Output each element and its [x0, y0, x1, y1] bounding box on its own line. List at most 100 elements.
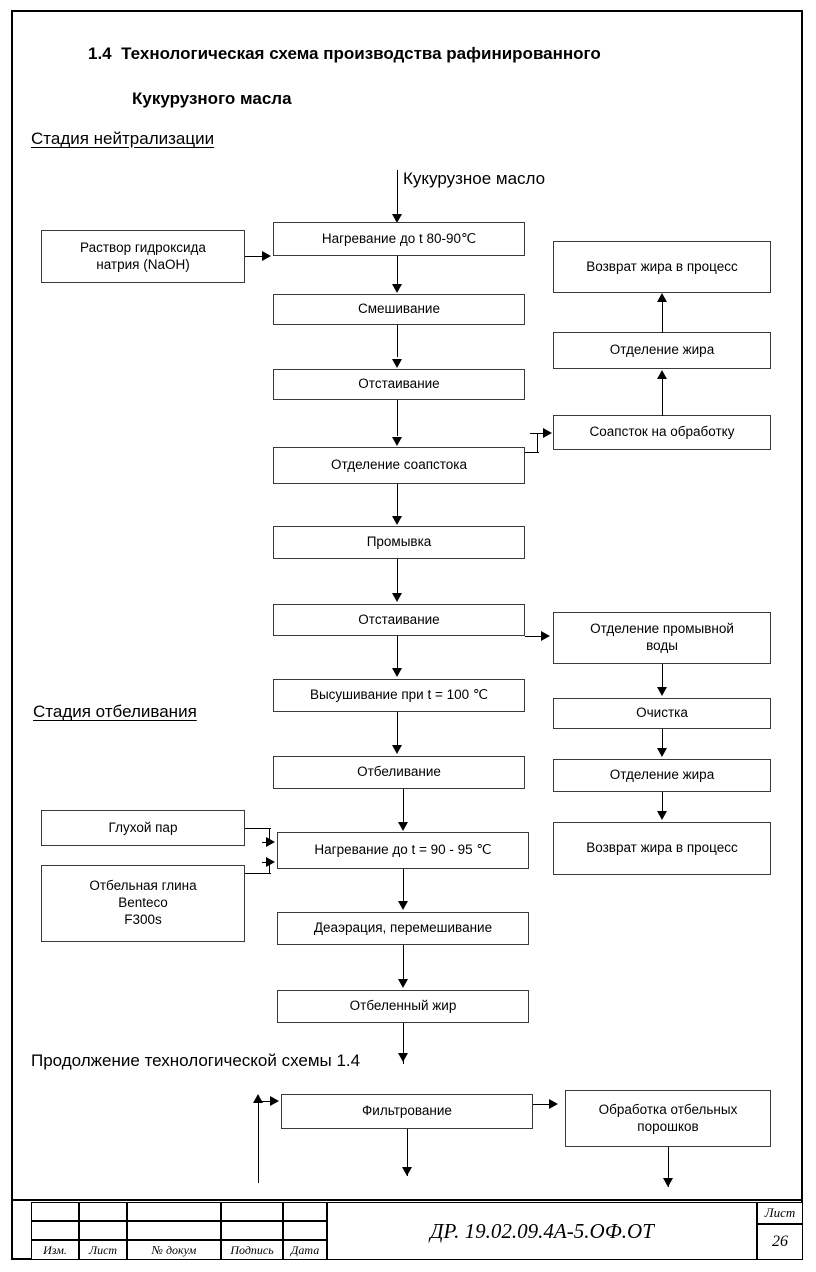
connector-deaeration-bleachedfat-arrowhead [398, 979, 408, 988]
flow-box-live-steam[interactable]: Глухой пар [41, 810, 245, 846]
flow-box-fat-return-2-label: Возврат жира в процесс [586, 840, 738, 856]
connector-soapstock-washing-line [397, 484, 398, 516]
connector-filtration-recycle-hline [258, 1101, 274, 1102]
stamp-designation: ДР. 19.02.09.4А-5.ОФ.ОТ [327, 1202, 757, 1260]
connector-soapstock-out-h1 [525, 452, 539, 453]
flow-box-cleaning[interactable]: Очистка [553, 698, 771, 729]
flow-box-powders-line1: Обработка отбельных [598, 1101, 738, 1117]
page-title-line-1: 1.4 Технологическая схема производства р… [88, 44, 601, 64]
flow-box-naoh-solution[interactable]: Раствор гидроксида натрия (NaOH) [41, 230, 245, 283]
connector-bleaching-heating2-arrowhead [398, 822, 408, 831]
stamp-cell-sign-row2[interactable] [221, 1221, 283, 1240]
flow-box-heating1-label: Нагревание до t 80-90℃ [321, 230, 477, 246]
flow-box-washing[interactable]: Промывка [273, 526, 525, 559]
stamp-header-sign: Подпись [221, 1240, 283, 1260]
connector-fatsep2-fatreturn2-line [662, 792, 663, 812]
flow-box-bleached-fat[interactable]: Отбеленный жир [277, 990, 529, 1023]
connector-clay-heating2-v [269, 862, 270, 874]
flow-box-soapstock-separation[interactable]: Отделение соапстока [273, 447, 525, 484]
connector-soapstock-washing-arrowhead [392, 516, 402, 525]
flow-box-fat-return-1-label: Возврат жира в процесс [586, 258, 738, 274]
flow-box-wash-water-line2: воды [646, 638, 678, 653]
section-heading-neutralization: Стадия нейтрализации [31, 129, 215, 148]
flow-box-bleaching-clay-line1: Отбельная глина [89, 878, 197, 894]
connector-bleaching-heating2-line [403, 789, 404, 823]
connector-fatsep1-fatreturn1-line [662, 301, 663, 333]
connector-mixing-settling1-arrowhead [392, 359, 402, 368]
flow-box-washing-label: Промывка [366, 534, 432, 550]
flow-box-soapstock-to-processing[interactable]: Соапсток на обработку [553, 415, 771, 450]
connector-deaeration-bleachedfat-line [403, 945, 404, 980]
flow-box-naoh-line2: натрия (NaOH) [96, 256, 190, 272]
flow-box-deaeration[interactable]: Деаэрация, перемешивание [277, 912, 529, 945]
connector-filtration-down-line [407, 1129, 408, 1176]
connector-settling1-soapstock-arrowhead [392, 437, 402, 446]
connector-input-oil-arrowhead [392, 214, 402, 223]
stamp-cell-date-row2[interactable] [283, 1221, 327, 1240]
flow-box-heating1[interactable]: Нагревание до t 80-90℃ [273, 222, 525, 256]
flow-box-wash-water-line1: Отделение промывной [590, 621, 734, 637]
flow-box-bleaching-clay[interactable]: Отбельная глина Benteco F300s [41, 865, 245, 942]
flow-box-bleaching-clay-line2: Benteco [118, 895, 168, 911]
flow-box-mixing[interactable]: Смешивание [273, 294, 525, 325]
flow-box-settling1-label: Отстаивание [358, 376, 440, 392]
stamp-cell-date-row1[interactable] [283, 1202, 327, 1221]
flow-box-settling2[interactable]: Отстаивание [273, 604, 525, 636]
connector-input-oil-line [397, 170, 398, 216]
connector-washing-settling2-line [397, 559, 398, 593]
connector-naoh-heating1-arrowhead [262, 251, 271, 261]
page-title-line-2: Кукурузного масла [132, 89, 292, 108]
stamp-cell-doc-row2[interactable] [127, 1221, 221, 1240]
connector-soapstock-out-arrowhead [543, 428, 552, 438]
stamp-header-doc: № докум [127, 1240, 221, 1260]
connector-steam-heating2-arrowhead [266, 837, 275, 847]
flow-box-fat-return-2[interactable]: Возврат жира в процесс [553, 822, 771, 875]
connector-cleaning-fatsep2-line [662, 729, 663, 749]
flow-box-filtration[interactable]: Фильтрование [281, 1094, 533, 1129]
flow-box-mixing-label: Смешивание [358, 301, 440, 317]
stamp-header-date: Дата [283, 1240, 327, 1260]
continuation-heading: Продолжение технологической схемы 1.4 [31, 1051, 361, 1070]
connector-washing-settling2-arrowhead [392, 593, 402, 602]
title-block: Изм. Лист № докум Подпись Дата ДР. 19.02… [11, 1199, 803, 1260]
flow-box-drying[interactable]: Высушивание при t = 100 ℃ [273, 679, 525, 712]
flow-box-fat-separation-1[interactable]: Отделение жира [553, 332, 771, 369]
stamp-cell-list-row2[interactable] [79, 1221, 127, 1240]
stamp-cell-izm-row2[interactable] [31, 1221, 79, 1240]
flow-box-soapstock-separation-label: Отделение соапстока [330, 457, 468, 473]
flow-box-powders-line2: порошков [637, 1118, 699, 1134]
connector-heating1-mixing-arrowhead [392, 284, 402, 293]
stamp-cell-list-row1[interactable] [79, 1202, 127, 1221]
connector-filtration-powders-line [533, 1104, 553, 1105]
stamp-cell-sign-row1[interactable] [221, 1202, 283, 1221]
connector-heating2-deaeration-line [403, 869, 404, 902]
title-text-1: Технологическая схема производства рафин… [121, 44, 601, 63]
flow-box-heating2[interactable]: Нагревание до t = 90 - 95 ℃ [277, 832, 529, 869]
stamp-sheet-label: Лист [757, 1202, 803, 1224]
connector-soapout-fatsep1-arrowhead [657, 370, 667, 379]
connector-soapstock-out-h2 [530, 433, 546, 434]
flow-box-cleaning-label: Очистка [636, 705, 688, 721]
connector-soapstock-out-v [537, 433, 538, 453]
flow-box-naoh-line1: Раствор гидроксида [80, 239, 206, 255]
connector-fatsep2-fatreturn2-arrowhead [657, 811, 667, 820]
flow-box-bleaching-clay-line3: F300s [124, 911, 162, 927]
connector-soapout-fatsep1-line [662, 378, 663, 416]
connector-naoh-heating1-line [245, 256, 267, 257]
flow-box-settling1[interactable]: Отстаивание [273, 369, 525, 400]
connector-clay-heating2-arrowhead [266, 857, 275, 867]
connector-settling2-drying-arrowhead [392, 668, 402, 677]
flow-box-fat-separation-2[interactable]: Отделение жира [553, 759, 771, 792]
connector-filtration-recycle-arrowhead-up [253, 1094, 263, 1103]
flow-box-bleaching-powder-processing[interactable]: Обработка отбельных порошков [565, 1090, 771, 1147]
flow-box-fat-return-1[interactable]: Возврат жира в процесс [553, 241, 771, 293]
flow-box-drying-label: Высушивание при t = 100 ℃ [309, 687, 489, 703]
stamp-header-izm: Изм. [31, 1240, 79, 1260]
connector-bleachedfat-down-arrowhead [398, 1053, 408, 1062]
flow-box-wash-water-separation[interactable]: Отделение промывной воды [553, 612, 771, 664]
stamp-cell-izm-row1[interactable] [31, 1202, 79, 1221]
stamp-header-list: Лист [79, 1240, 127, 1260]
stamp-cell-doc-row1[interactable] [127, 1202, 221, 1221]
flow-box-bleaching[interactable]: Отбеливание [273, 756, 525, 789]
connector-filtration-powders-arrowhead [549, 1099, 558, 1109]
